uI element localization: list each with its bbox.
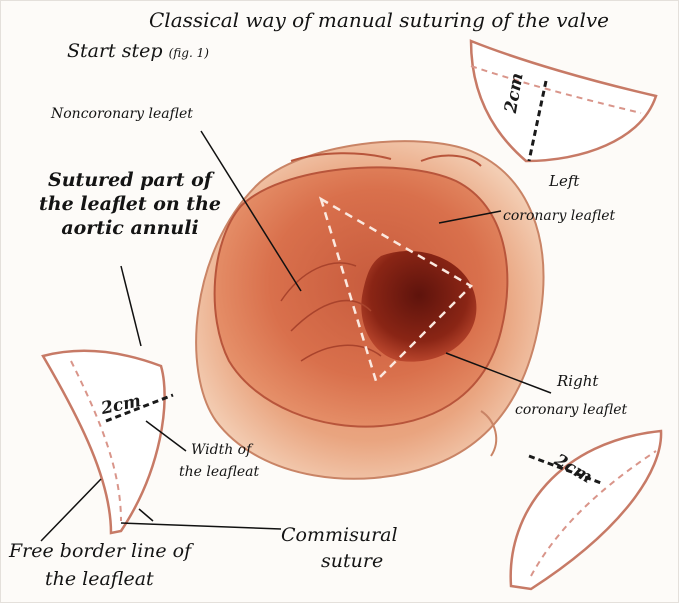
left-coronary-label-line1: Left	[549, 173, 579, 190]
leaflet-width-label-line2: the leafleat	[179, 465, 259, 480]
top-leaflet-diagram	[471, 41, 656, 161]
right-coronary-label-line2: coronary leaflet	[515, 403, 627, 418]
left-leaflet-diagram	[43, 351, 173, 533]
diagram-title: Classical way of manual suturing of the …	[149, 9, 609, 31]
commissural-suture-label-line1: Commisural	[281, 525, 398, 546]
noncoronary-leaflet-label: Noncoronary leaflet	[51, 107, 193, 122]
commissural-suture-label-line2: suture	[321, 551, 383, 572]
start-step-text: Start step	[67, 40, 163, 62]
leaflet-width-label-line1: Width of	[191, 443, 251, 458]
right-coronary-label-line1: Right	[557, 373, 598, 390]
free-border-label-line2: the leafleat	[45, 569, 154, 590]
aortic-root	[196, 141, 543, 479]
figure-number: (fig. 1)	[169, 46, 209, 60]
right-leaflet-diagram	[511, 431, 661, 589]
sutured-part-label: Sutured part of the leaflet on the aorti…	[35, 169, 225, 240]
free-border-label-line1: Free border line of	[9, 541, 191, 562]
start-step-label: Start step (fig. 1)	[67, 41, 209, 62]
left-coronary-label-line2: coronary leaflet	[503, 209, 615, 224]
